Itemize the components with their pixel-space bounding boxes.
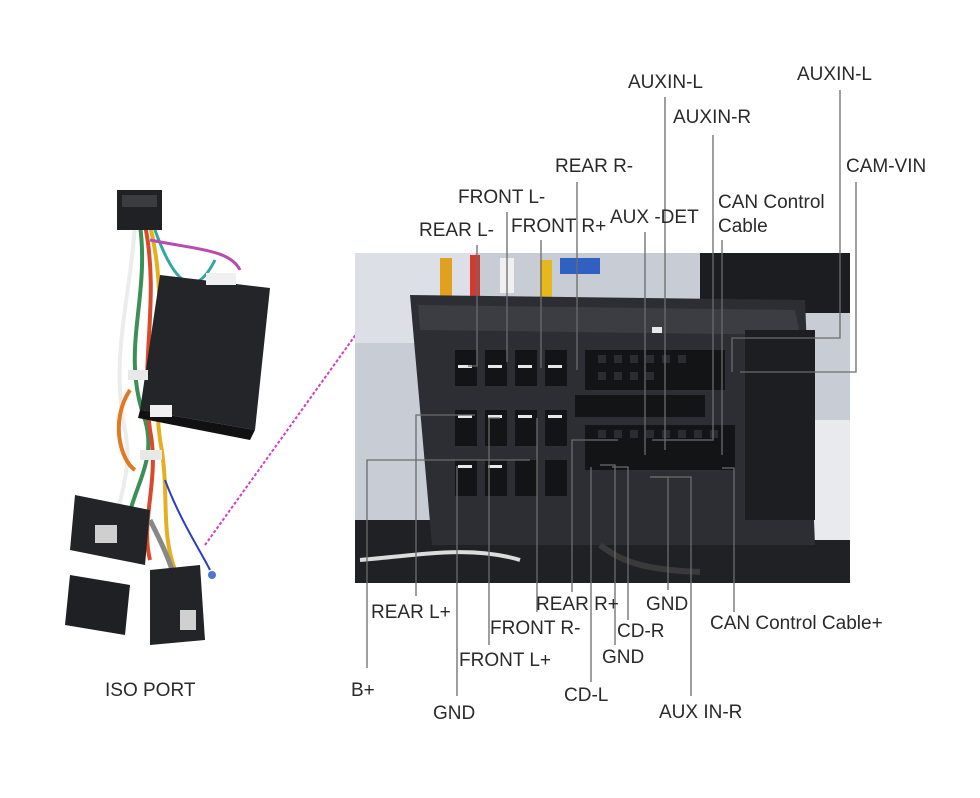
rear-r-plus-label: REAR R+: [536, 594, 619, 615]
auxin-l-label-2: AUXIN-L: [797, 64, 872, 85]
gnd-label-2: GND: [602, 647, 645, 668]
iso-port-label: ISO PORT: [105, 680, 196, 701]
auxin-l-label-1: AUXIN-L: [628, 72, 703, 93]
auxin-r-label: AUXIN-R: [673, 107, 752, 128]
cd-r-label: CD-R: [617, 621, 665, 642]
cam-vin-label: CAM-VIN: [846, 156, 927, 177]
gnd-label-3: GND: [433, 703, 476, 724]
leader-lines: [366, 90, 857, 696]
aux-in-r-label: AUX IN-R: [659, 702, 743, 723]
can-control-cable-plus-label: CAN Control Cable+: [710, 613, 883, 634]
can-control-cable-label-line1: CAN Control: [718, 192, 825, 213]
aux-det-label: AUX -DET: [610, 207, 699, 228]
rear-r-minus-label: REAR R-: [555, 156, 634, 177]
gnd-label-1: GND: [646, 594, 689, 615]
front-l-plus-label: FRONT L+: [459, 650, 552, 671]
front-r-minus-label: FRONT R-: [490, 618, 581, 639]
b-plus-label: B+: [351, 680, 375, 701]
connector-photo: [355, 253, 850, 583]
cd-l-label: CD-L: [564, 685, 609, 706]
rear-l-minus-label: REAR L-: [419, 220, 494, 241]
rear-l-plus-label: REAR L+: [371, 602, 451, 623]
can-control-cable-label-line2: Cable: [718, 216, 768, 237]
iso-harness-illustration: [65, 190, 270, 645]
front-l-minus-label: FRONT L-: [458, 187, 546, 208]
front-r-plus-label: FRONT R+: [511, 216, 607, 237]
